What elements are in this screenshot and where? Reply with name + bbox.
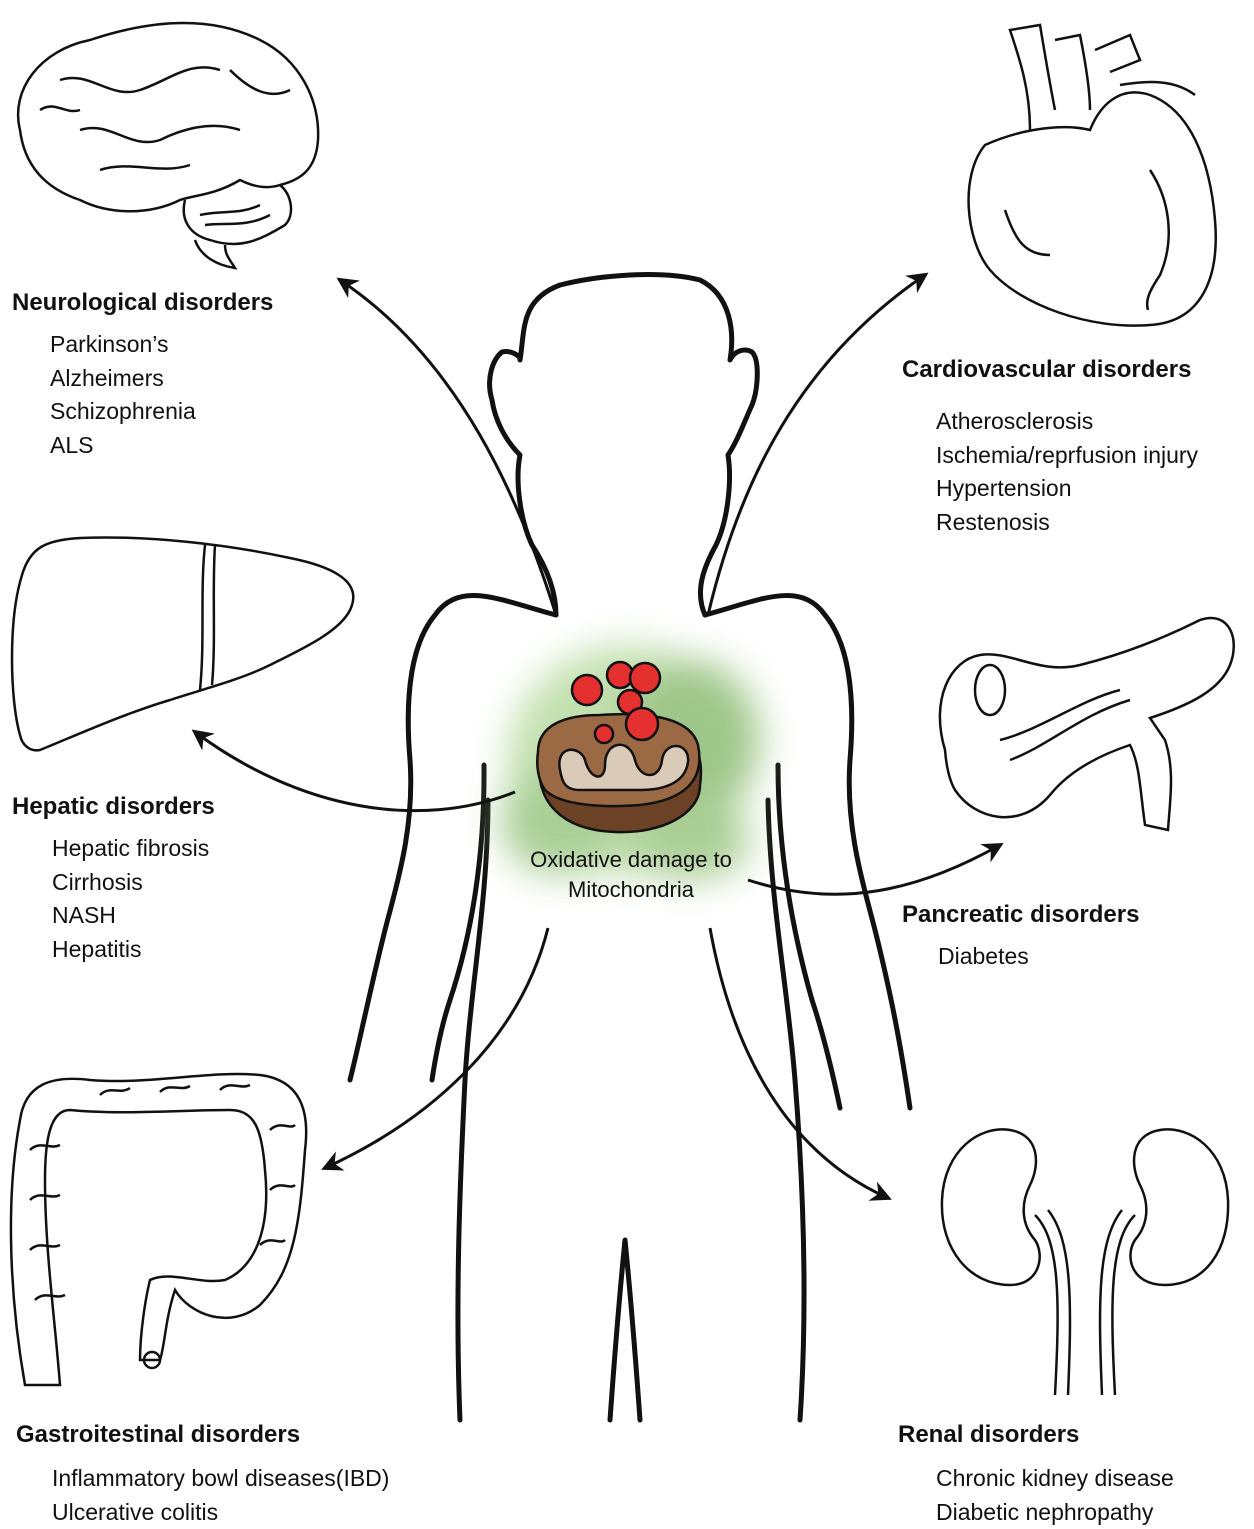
hepatic-group: Hepatic disorders Hepatic fibrosis Cirrh…	[12, 792, 215, 966]
arrow-to-liver	[195, 732, 515, 811]
hepatic-item: Cirrhosis	[52, 866, 215, 900]
renal-item: Diabetic nephropathy	[936, 1496, 1174, 1529]
hepatic-item: Hepatic fibrosis	[52, 832, 215, 866]
liver-icon	[12, 537, 353, 750]
mitochondrion-icon	[537, 714, 701, 832]
heart-icon	[969, 25, 1216, 326]
gastrointestinal-heading: Gastroitestinal disorders	[16, 1420, 389, 1450]
center-label: Oxidative damage to Mitochondria	[490, 845, 772, 905]
pancreatic-heading: Pancreatic disorders	[902, 900, 1139, 930]
kidneys-icon	[942, 1129, 1228, 1395]
colon-icon	[11, 1074, 306, 1385]
ros-bubble	[630, 663, 660, 693]
center-label-line1: Oxidative damage to	[490, 845, 772, 875]
gastrointestinal-item: Inflammatory bowl diseases(IBD)	[52, 1462, 389, 1496]
pancreatic-item: Diabetes	[938, 940, 1139, 974]
cardiovascular-heading: Cardiovascular disorders	[902, 355, 1198, 385]
gastrointestinal-item: Ulcerative colitis	[52, 1496, 389, 1529]
renal-heading: Renal disorders	[898, 1420, 1174, 1450]
neurological-item: Parkinson’s	[50, 328, 273, 362]
hepatic-item: Hepatitis	[52, 933, 215, 967]
brain-icon	[18, 23, 318, 268]
renal-group: Renal disorders Chronic kidney disease D…	[898, 1420, 1174, 1529]
ros-bubble	[572, 675, 602, 705]
neurological-item: Schizophrenia	[50, 395, 273, 429]
neurological-item: Alzheimers	[50, 362, 273, 396]
cardiovascular-item: Ischemia/reprfusion injury	[936, 439, 1198, 473]
arrow-to-heart	[708, 275, 925, 615]
center-label-line2: Mitochondria	[490, 875, 772, 905]
pancreatic-group: Pancreatic disorders Diabetes	[902, 900, 1139, 974]
cardiovascular-item: Atherosclerosis	[936, 405, 1198, 439]
neurological-group: Neurological disorders Parkinson’s Alzhe…	[12, 288, 273, 462]
cardiovascular-group: Cardiovascular disorders Atherosclerosis…	[902, 355, 1198, 539]
neurological-heading: Neurological disorders	[12, 288, 273, 318]
ros-bubble	[626, 708, 658, 740]
renal-item: Chronic kidney disease	[936, 1462, 1174, 1496]
cardiovascular-item: Hypertension	[936, 472, 1198, 506]
pancreas-icon	[940, 618, 1234, 830]
hepatic-heading: Hepatic disorders	[12, 792, 215, 822]
neurological-item: ALS	[50, 429, 273, 463]
ros-bubble	[595, 725, 613, 743]
cardiovascular-item: Restenosis	[936, 506, 1198, 540]
gastrointestinal-group: Gastroitestinal disorders Inflammatory b…	[16, 1420, 389, 1529]
hepatic-item: NASH	[52, 899, 215, 933]
